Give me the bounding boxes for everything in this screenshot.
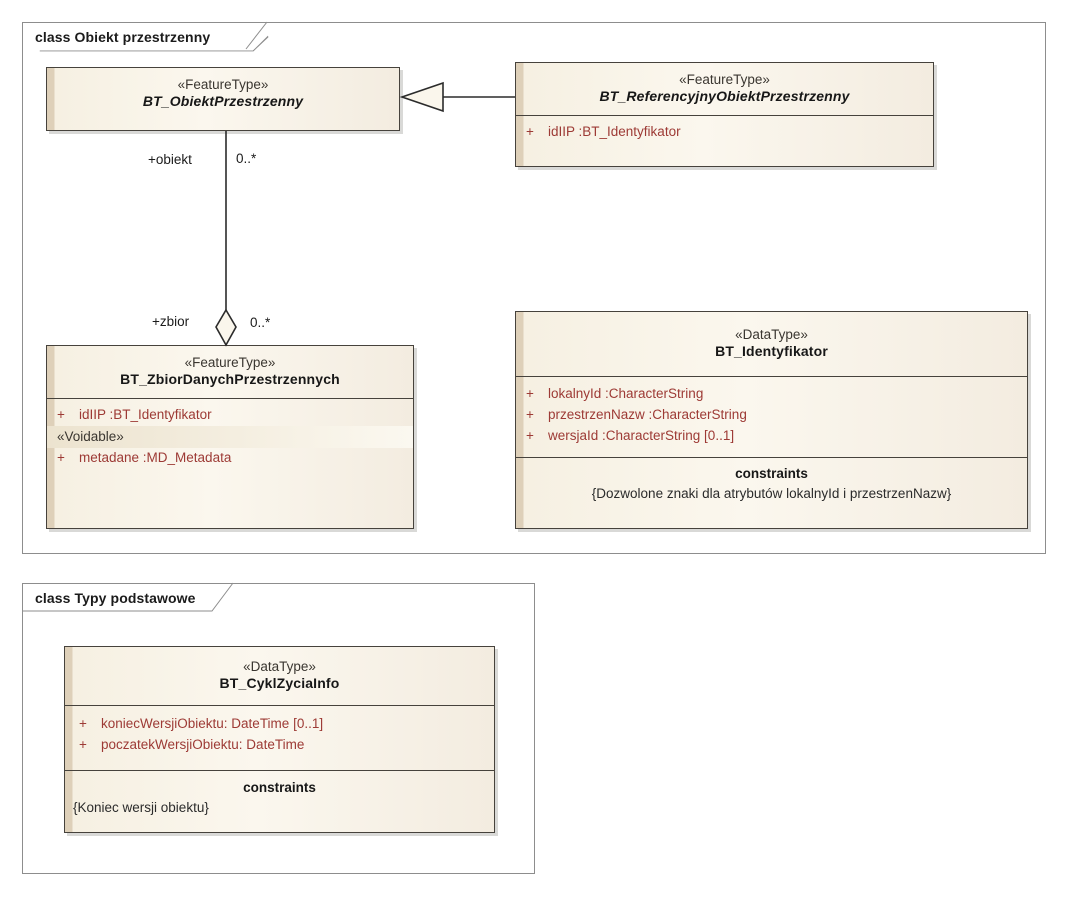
- attribute-visibility: +: [57, 450, 65, 466]
- class-attributes: + koniecWersjiObiektu: DateTime [0..1] +…: [65, 705, 494, 770]
- class-header: «FeatureType» BT_ZbiorDanychPrzestrzenny…: [47, 346, 413, 398]
- class-stereotype: «DataType»: [735, 327, 808, 342]
- frame-obiekt-przestrzenny-tab-edge: [39, 35, 269, 52]
- class-header: «FeatureType» BT_ReferencyjnyObiektPrzes…: [516, 63, 933, 115]
- class-attributes: + lokalnyId :CharacterString + przestrze…: [516, 376, 1027, 457]
- class-bt-zbior-danych-przestrzennych[interactable]: «FeatureType» BT_ZbiorDanychPrzestrzenny…: [46, 345, 414, 529]
- attribute-visibility: +: [526, 124, 534, 140]
- role-label-zbior: +zbior: [152, 314, 190, 329]
- class-bt-identyfikator[interactable]: «DataType» BT_Identyfikator + lokalnyId …: [515, 311, 1028, 529]
- attribute-row: + wersjaId :CharacterString [0..1]: [516, 426, 1027, 447]
- attribute-row: + koniecWersjiObiektu: DateTime [0..1]: [65, 714, 494, 735]
- attribute-row: + lokalnyId :CharacterString: [516, 384, 1027, 405]
- attribute-text: przestrzenNazw :CharacterString: [548, 407, 747, 423]
- constraints-title: constraints: [243, 780, 316, 796]
- constraints-body: {Dozwolone znaki dla atrybutów lokalnyId…: [591, 485, 952, 501]
- frame-obiekt-przestrzenny-tab: class Obiekt przestrzenny: [22, 22, 268, 50]
- attribute-row: + metadane :MD_Metadata: [47, 448, 413, 469]
- constraints-title: constraints: [735, 465, 808, 481]
- attribute-text: wersjaId :CharacterString [0..1]: [548, 428, 735, 444]
- multiplicity-label-zbior: 0..*: [250, 315, 271, 330]
- attribute-row: + idIIP :BT_Identyfikator: [47, 405, 413, 426]
- class-bt-obiekt-przestrzenny[interactable]: «FeatureType» BT_ObiektPrzestrzenny: [46, 67, 400, 131]
- class-stereotype: «FeatureType»: [184, 355, 276, 370]
- frame-typy-podstawowe-tab-label: class Typy podstawowe: [35, 589, 196, 606]
- attribute-text: idIIP :BT_Identyfikator: [79, 407, 212, 423]
- attribute-text: koniecWersjiObiektu: DateTime [0..1]: [101, 716, 324, 732]
- class-name: BT_ObiektPrzestrzenny: [142, 93, 304, 110]
- attribute-visibility: +: [57, 407, 65, 423]
- attribute-visibility: +: [79, 716, 87, 732]
- class-attributes: + idIIP :BT_Identyfikator «Voidable» + m…: [47, 398, 413, 477]
- class-stereotype: «FeatureType»: [679, 72, 770, 87]
- class-name: BT_ZbiorDanychPrzestrzennych: [120, 371, 340, 388]
- class-bt-cykl-zycia-info[interactable]: «DataType» BT_CyklZyciaInfo + koniecWers…: [64, 646, 495, 833]
- class-constraints: constraints {Koniec wersji obiektu}: [65, 770, 494, 824]
- class-name: BT_ReferencyjnyObiektPrzestrzenny: [599, 88, 850, 105]
- class-bt-referencyjny-obiekt-przestrzenny[interactable]: «FeatureType» BT_ReferencyjnyObiektPrzes…: [515, 62, 934, 167]
- attribute-row: + poczatekWersjiObiektu: DateTime: [65, 735, 494, 756]
- class-header: «DataType» BT_CyklZyciaInfo: [65, 647, 494, 705]
- frame-obiekt-przestrzenny-tab-label: class Obiekt przestrzenny: [35, 28, 211, 45]
- attribute-stereotype-voidable: «Voidable»: [47, 426, 413, 449]
- class-constraints: constraints {Dozwolone znaki dla atrybut…: [516, 456, 1027, 510]
- attribute-row: + idIIP :BT_Identyfikator: [516, 122, 933, 143]
- multiplicity-label-obiekt: 0..*: [236, 151, 257, 166]
- class-stereotype: «FeatureType»: [177, 77, 269, 92]
- attribute-visibility: +: [526, 407, 534, 423]
- frame-typy-podstawowe-tab: class Typy podstawowe: [22, 583, 234, 611]
- attribute-text: lokalnyId :CharacterString: [548, 386, 704, 402]
- attribute-visibility: +: [526, 428, 534, 444]
- attribute-visibility: +: [79, 737, 87, 753]
- class-stereotype: «DataType»: [243, 659, 316, 674]
- class-header: «FeatureType» BT_ObiektPrzestrzenny: [47, 68, 399, 120]
- attribute-visibility: +: [526, 386, 534, 402]
- constraints-body: {Koniec wersji obiektu}: [73, 799, 209, 815]
- attribute-text: idIIP :BT_Identyfikator: [548, 124, 681, 140]
- attribute-row: + przestrzenNazw :CharacterString: [516, 405, 1027, 426]
- class-attributes: + idIIP :BT_Identyfikator: [516, 115, 933, 151]
- attribute-text: metadane :MD_Metadata: [79, 450, 232, 466]
- class-name: BT_CyklZyciaInfo: [219, 675, 340, 692]
- class-header: «DataType» BT_Identyfikator: [516, 312, 1027, 376]
- attribute-text: poczatekWersjiObiektu: DateTime: [101, 737, 305, 753]
- role-label-obiekt: +obiekt: [148, 152, 192, 167]
- class-name: BT_Identyfikator: [715, 343, 828, 360]
